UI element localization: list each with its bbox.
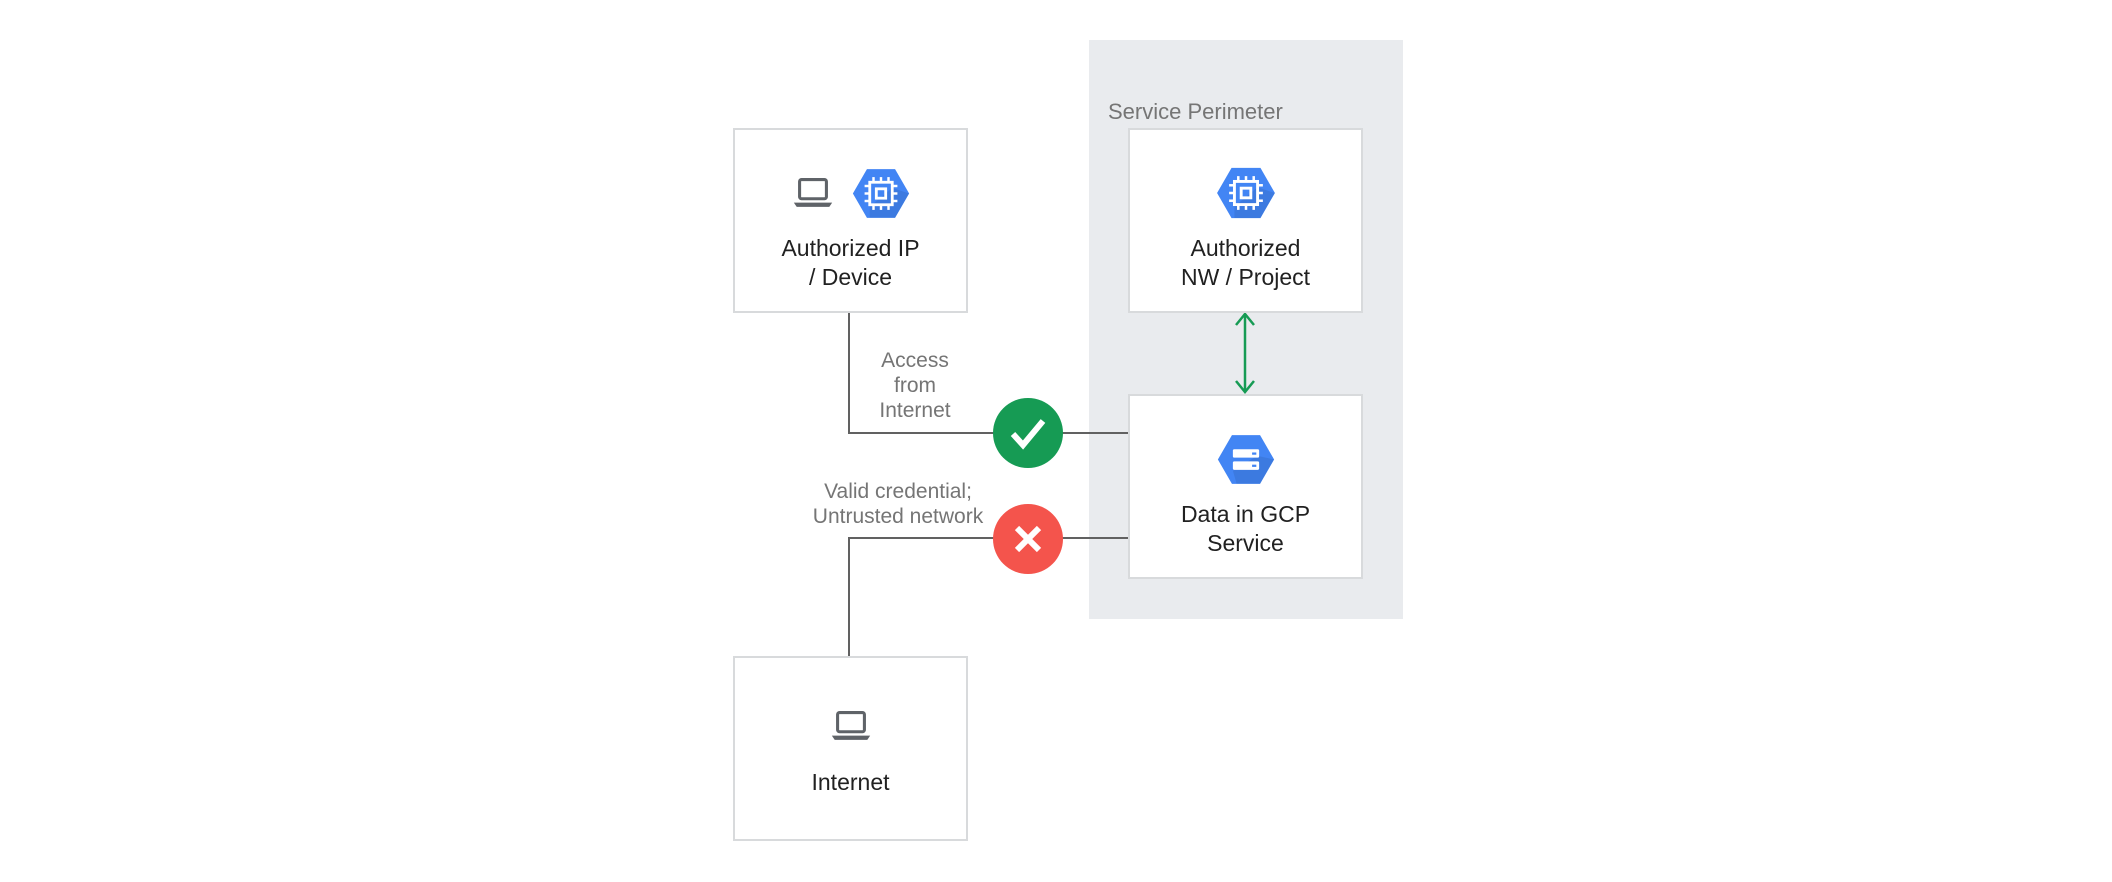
node-label-line1: Internet (811, 769, 890, 795)
status-denied-badge (993, 504, 1063, 574)
node-label-line1: Data in GCP (1180, 501, 1311, 527)
laptop-icon (831, 711, 870, 740)
allowed-edge-label-line1: Access (881, 349, 949, 372)
connector-denied-path (848, 537, 1128, 539)
allowed-edge-label-line2: from (894, 374, 936, 397)
node-icon-row (1130, 164, 1361, 222)
node-icon-row (1130, 430, 1361, 488)
denied-edge-label: Valid credential; Untrusted network (778, 479, 1018, 529)
node-label: Internet (735, 768, 966, 797)
node-label: Data in GCP Service (1130, 500, 1361, 558)
node-label: Authorized NW / Project (1130, 234, 1361, 292)
node-label-line1: Authorized IP (781, 235, 920, 261)
status-allowed-badge (993, 398, 1063, 468)
allowed-edge-label-line3: Internet (879, 399, 951, 422)
allowed-edge-label: Access from Internet (845, 348, 985, 423)
denied-edge-label-line2: Untrusted network (812, 505, 984, 528)
node-label-line2: Service (1207, 530, 1284, 556)
double-headed-arrow-icon (1235, 312, 1255, 394)
node-label-line1: Authorized (1190, 235, 1301, 261)
connector-internet-up (848, 537, 850, 656)
compute-engine-hexagon-icon (1216, 167, 1275, 219)
node-label-line2: / Device (808, 264, 893, 290)
check-icon (1010, 419, 1046, 450)
denied-edge-label-line1: Valid credential; (824, 480, 972, 503)
cloud-storage-hexagon-icon (1217, 434, 1274, 484)
node-internet: Internet (733, 656, 968, 841)
node-authorized-ip-device: Authorized IP / Device (733, 128, 968, 313)
service-perimeter-label: Service Perimeter (1108, 99, 1283, 124)
node-authorized-nw-project: Authorized NW / Project (1128, 128, 1363, 313)
connector-authorized-ip-down (848, 313, 850, 433)
node-label-line2: NW / Project (1180, 264, 1311, 290)
node-icon-row (735, 702, 966, 750)
node-label: Authorized IP / Device (735, 234, 966, 292)
laptop-icon (793, 178, 833, 207)
cross-icon (1014, 525, 1042, 553)
compute-engine-hexagon-icon (852, 168, 910, 218)
node-data-in-gcp-service: Data in GCP Service (1128, 394, 1363, 579)
connector-allowed-path (848, 432, 1128, 434)
node-icon-row (735, 164, 966, 222)
